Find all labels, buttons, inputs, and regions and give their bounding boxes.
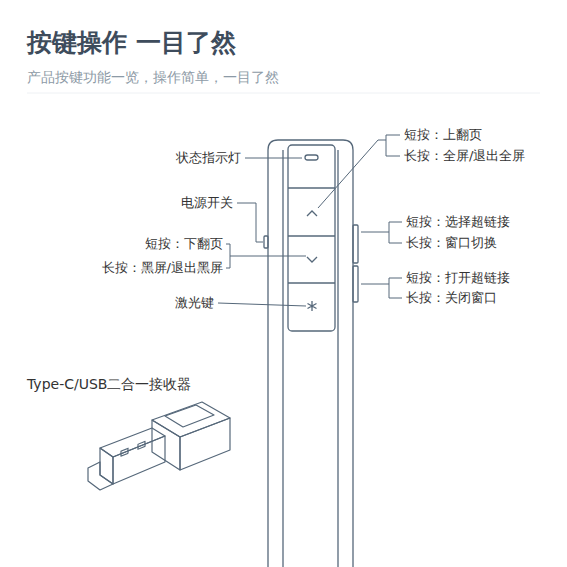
function-label: 短按：下翻页 <box>145 236 223 252</box>
receiver-drawing <box>88 402 230 490</box>
divider-line <box>27 93 540 94</box>
function-label: 短按：上翻页 <box>404 127 482 143</box>
receiver-label: Type-C/USB二合一接收器 <box>27 376 191 392</box>
part-label: 状态指示灯 <box>176 150 241 166</box>
part-label: 激光键 <box>175 295 214 311</box>
function-label: 短按：选择超链接 <box>406 214 510 230</box>
pen-body <box>264 140 358 567</box>
part-label: 电源开关 <box>181 195 233 211</box>
function-label: 长按：全屏/退出全屏 <box>404 148 525 164</box>
function-label: 短按：打开超链接 <box>406 270 510 286</box>
function-label: 长按：黑屏/退出黑屏 <box>102 260 223 276</box>
leader-lines <box>218 135 402 306</box>
page-title: 按键操作 一目了然 <box>27 28 236 58</box>
subtitle: 产品按键功能一览，操作简单，一目了然 <box>27 69 279 85</box>
function-label: 长按：关闭窗口 <box>406 290 497 306</box>
function-label: 长按：窗口切换 <box>406 235 497 251</box>
